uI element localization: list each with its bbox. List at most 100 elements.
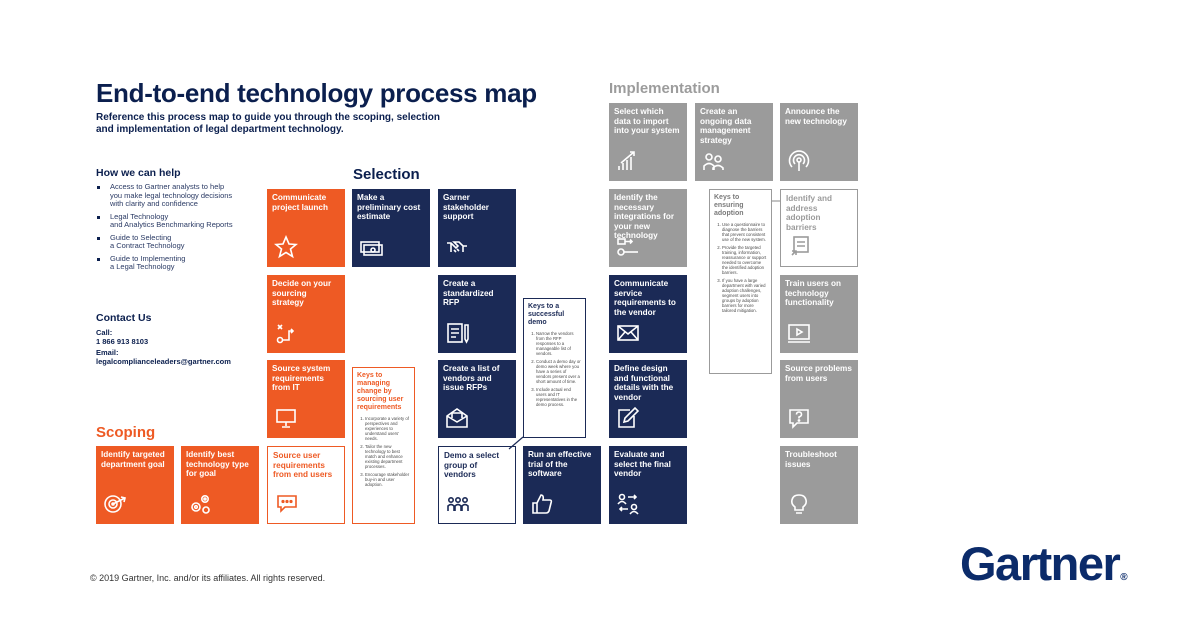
callout-item: Tailor the new technology to best match … (365, 444, 410, 469)
callout-item: If you have a large department with vari… (722, 278, 767, 313)
page-title: End-to-end technology process map (96, 78, 537, 108)
gartner-logo: Gartner® (960, 536, 1128, 591)
step-label: Source system requirements from IT (272, 364, 331, 393)
connector-icon (617, 238, 638, 256)
callout-adoption-pointer (771, 200, 781, 202)
help-item-benchmarking[interactable]: Legal Technology and Analytics Benchmark… (96, 212, 256, 230)
callout-item: Include actual end users and IT represen… (536, 387, 581, 407)
help-heading: How we can help (96, 167, 181, 179)
contact-heading: Contact Us (96, 312, 152, 324)
step-source-problems[interactable]: Source problems from users (780, 360, 858, 438)
thumbs-up-icon (532, 494, 553, 514)
checklist-icon (791, 236, 809, 256)
team-icon (703, 153, 724, 170)
step-label: Troubleshoot issues (785, 450, 837, 469)
step-label: Identify best technology type for goal (186, 450, 249, 479)
step-label: Identify the necessary integrations for … (614, 193, 675, 241)
step-evaluate-vendor[interactable]: Evaluate and select the final vendor (609, 446, 687, 524)
step-data-import[interactable]: Select which data to import into your sy… (609, 103, 687, 181)
envelope-icon (617, 325, 639, 341)
step-label: Garner stakeholder support (443, 193, 489, 222)
exchange-people-icon (617, 493, 639, 515)
callout-managing-change: Keys to managing change by sourcing user… (352, 367, 415, 524)
callout-successful-demo: Keys to a successful demo Narrow the ven… (523, 298, 586, 438)
step-cost-estimate[interactable]: Make a preliminary cost estimate (352, 189, 430, 267)
step-sourcing-strategy[interactable]: Decide on your sourcing strategy (267, 275, 345, 353)
callout-demo-pointer (508, 436, 524, 450)
callout-item: Provide the targeted training, informati… (722, 245, 767, 275)
step-identify-goal[interactable]: Identify targeted department goal (96, 446, 174, 524)
callout-list: Narrow the vendors from the RFP response… (528, 331, 581, 407)
registered-mark: ® (1120, 572, 1128, 583)
step-design-details[interactable]: Define design and functional details wit… (609, 360, 687, 438)
call-label: Call: (96, 328, 113, 337)
step-demo-vendors[interactable]: Demo a select group of vendors (438, 446, 516, 524)
step-label: Source problems from users (785, 364, 852, 383)
step-integrations[interactable]: Identify the necessary integrations for … (609, 189, 687, 267)
step-adoption-barriers[interactable]: Identify and address adoption barriers (780, 189, 858, 267)
email-label: Email: (96, 348, 119, 357)
callout-list: Incorporate a variety of perspectives an… (357, 416, 410, 487)
step-label: Evaluate and select the final vendor (614, 450, 671, 479)
page-subtitle: Reference this process map to guide you … (96, 112, 440, 135)
step-label: Communicate project launch (272, 193, 328, 212)
step-label: Run an effective trial of the software (528, 450, 592, 479)
step-train-users[interactable]: Train users on technology functionality (780, 275, 858, 353)
route-icon (276, 324, 295, 344)
step-label: Identify and address adoption barriers (786, 194, 832, 232)
step-user-requirements[interactable]: Source user requirements from end users (267, 446, 345, 524)
step-label: Select which data to import into your sy… (614, 107, 680, 136)
step-stakeholder-support[interactable]: Garner stakeholder support (438, 189, 516, 267)
email-link[interactable]: legalcomplianceleaders@gartner.com (96, 357, 231, 366)
chart-growth-icon (618, 151, 635, 170)
help-item-analysts[interactable]: Access to Gartner analysts to help you m… (96, 182, 256, 209)
callout-item: Use a questionnaire to diagnose the barr… (722, 222, 767, 242)
step-service-requirements[interactable]: Communicate service requirements to the … (609, 275, 687, 353)
step-label: Make a preliminary cost estimate (357, 193, 421, 222)
step-label: Identify targeted department goal (101, 450, 165, 469)
step-label: Create a list of vendors and issue RFPs (443, 364, 500, 393)
callout-title: Keys to managing change by sourcing user… (357, 372, 404, 411)
step-troubleshoot[interactable]: Troubleshoot issues (780, 446, 858, 524)
help-list: Access to Gartner analysts to help you m… (96, 182, 256, 276)
handshake-icon (447, 241, 467, 253)
step-label: Demo a select group of vendors (444, 451, 500, 480)
money-icon (360, 241, 383, 256)
callout-ensuring-adoption: Keys to ensuring adoption Use a question… (709, 189, 772, 374)
step-label: Source user requirements from end users (273, 451, 333, 480)
step-label: Define design and functional details wit… (614, 364, 674, 402)
step-trial-software[interactable]: Run an effective trial of the software (523, 446, 601, 524)
step-label: Communicate service requirements to the … (614, 279, 676, 317)
gears-icon (191, 494, 210, 514)
step-system-requirements[interactable]: Source system requirements from IT (267, 360, 345, 438)
step-communicate-launch[interactable]: Communicate project launch (267, 189, 345, 267)
lightbulb-icon (791, 494, 807, 514)
step-label: Create a standardized RFP (443, 279, 494, 308)
step-announce[interactable]: Announce the new technology (780, 103, 858, 181)
implementation-heading: Implementation (609, 80, 720, 97)
edit-icon (618, 406, 640, 428)
callout-item: Conduct a demo day or demo week where yo… (536, 359, 581, 384)
help-item-selecting-guide[interactable]: Guide to Selecting a Contract Technology (96, 233, 256, 251)
document-icon (447, 323, 469, 344)
callout-title: Keys to a successful demo (528, 303, 565, 326)
step-label: Announce the new technology (785, 107, 847, 126)
people-group-icon (447, 497, 469, 511)
envelope-document-icon (446, 408, 468, 428)
question-icon (789, 409, 809, 429)
phone-number[interactable]: 1 866 913 8103 (96, 337, 149, 346)
step-standardized-rfp[interactable]: Create a standardized RFP (438, 275, 516, 353)
star-icon (274, 235, 298, 259)
broadcast-icon (788, 150, 810, 171)
help-item-implementing-guide[interactable]: Guide to Implementing a Legal Technology (96, 254, 256, 272)
monitor-icon (276, 409, 296, 428)
logo-text: Gartner (960, 537, 1121, 590)
step-data-strategy[interactable]: Create an ongoing data management strate… (695, 103, 773, 181)
callout-title: Keys to ensuring adoption (714, 194, 744, 217)
step-identify-technology[interactable]: Identify best technology type for goal (181, 446, 259, 524)
step-label: Create an ongoing data management strate… (700, 107, 752, 145)
step-label: Train users on technology functionality (785, 279, 841, 308)
step-vendor-list[interactable]: Create a list of vendors and issue RFPs (438, 360, 516, 438)
chat-icon (277, 495, 297, 513)
callout-item: Encourage stakeholder buy-in and user ad… (365, 472, 410, 487)
